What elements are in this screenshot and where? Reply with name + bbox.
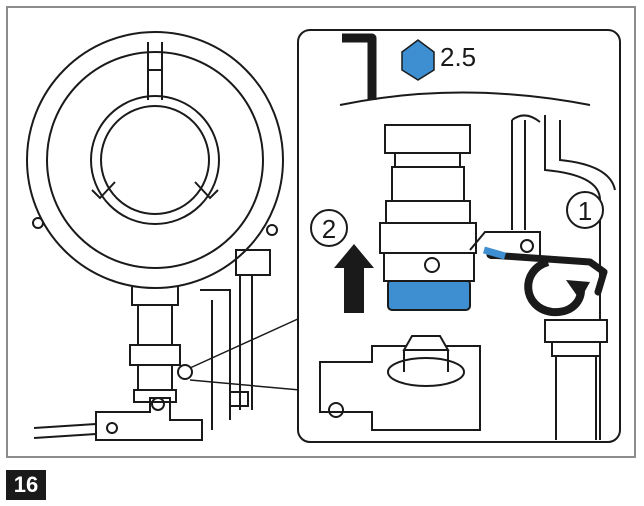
figure-number: 16 (6, 470, 46, 500)
detail-parts (319, 91, 616, 440)
step-2-badge (310, 209, 348, 247)
burner-overview (26, 31, 284, 441)
step-2-number: 2 (322, 214, 336, 244)
allen-key-icon (342, 33, 377, 100)
rotate-arrow-icon (524, 258, 590, 317)
hex-size-icon (401, 39, 435, 81)
sealing-ring (387, 279, 471, 311)
allen-key-in-use-icon (486, 251, 608, 296)
zoom-lines (189, 317, 301, 391)
step-1-badge (566, 191, 604, 229)
step-1-number: 1 (578, 196, 592, 226)
hex-size-label: 2.5 (440, 42, 476, 72)
up-arrow-icon (334, 244, 374, 313)
